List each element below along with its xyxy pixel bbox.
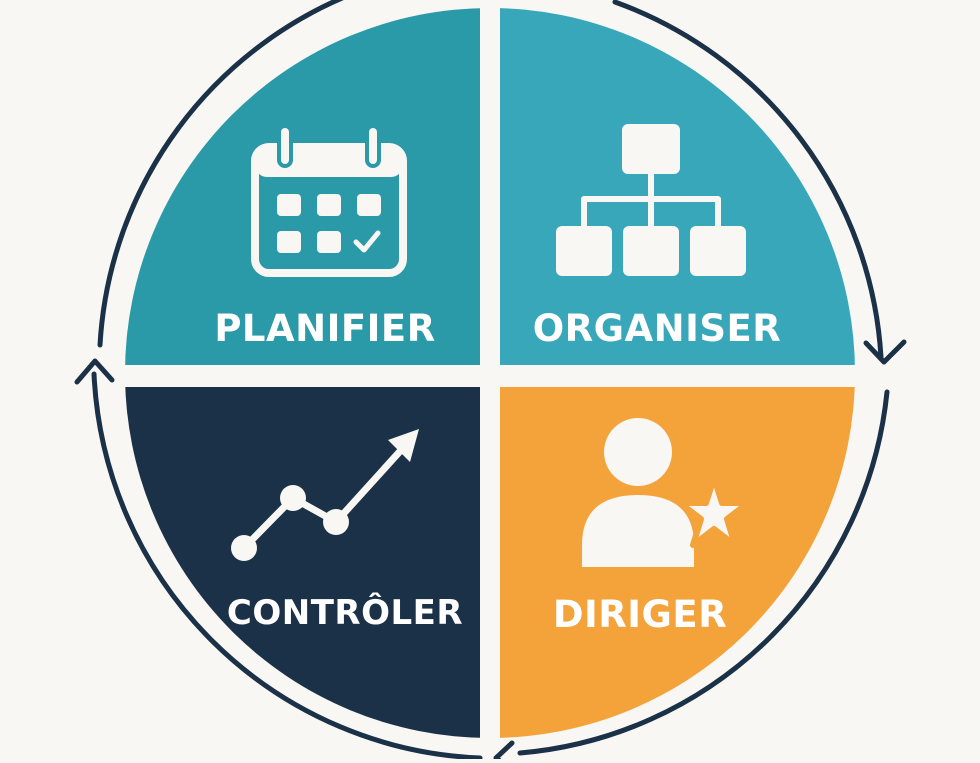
label-direct: DIRIGER — [553, 593, 727, 636]
ring-arc-top-left — [97, 0, 344, 348]
cycle-ring — [91, 0, 890, 761]
ring-arc-bottom-right — [517, 389, 890, 756]
org-chart-icon — [556, 124, 746, 276]
cycle-arrowheads — [74, 339, 907, 763]
label-plan: PLANIFIER — [214, 307, 435, 350]
ring-arc-bottom-left — [91, 371, 483, 761]
trend-arrow-icon — [231, 429, 419, 561]
label-control: CONTRÔLER — [227, 592, 463, 633]
calendar-icon — [251, 124, 407, 277]
arrowhead-left-up-icon — [74, 358, 115, 385]
arrowhead-bottom-left-icon — [493, 740, 515, 763]
person-star-icon — [582, 418, 751, 567]
label-organize: ORGANISER — [533, 307, 782, 350]
ring-arc-top-right — [612, 0, 884, 360]
arrowhead-right-down-icon — [863, 339, 907, 365]
